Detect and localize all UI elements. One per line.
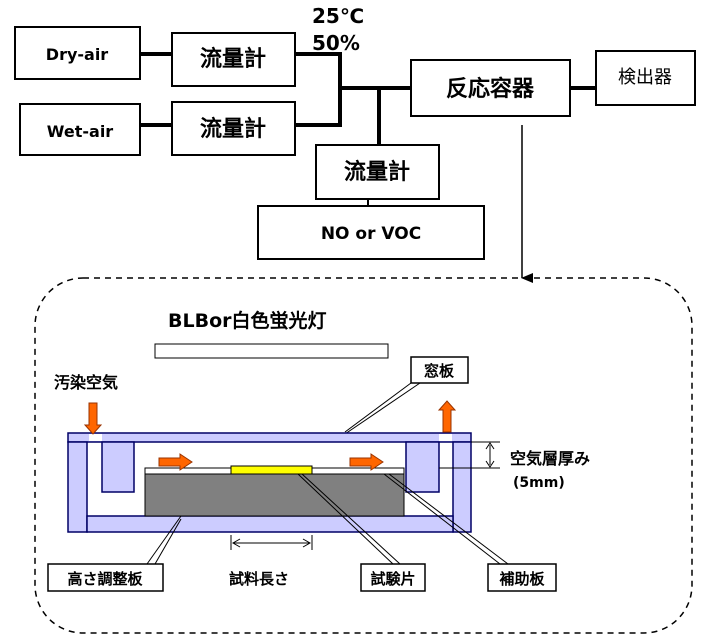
- window-plate-label-box: [410, 356, 469, 384]
- inlet-arrow: [83, 402, 103, 435]
- window-plate-label: 窓板: [424, 362, 455, 380]
- wet-air-label: Wet-air: [47, 122, 114, 141]
- aux-plate-label-box: [487, 563, 557, 592]
- dry-air-box: [14, 26, 141, 80]
- flowmeter-3-box: [315, 144, 440, 200]
- line-fm1-to-junction: [295, 52, 342, 88]
- airflow-arrows: [83, 400, 457, 471]
- reactor-detail-frame: [34, 277, 693, 634]
- vessel-bottom: [86, 515, 454, 533]
- air-layer-label: 空気層厚み: [510, 449, 590, 468]
- line-fm2-to-junction: [295, 88, 342, 127]
- wet-air-box: [19, 103, 141, 156]
- reactor-box: [410, 59, 571, 117]
- sample-length-dimension: [230, 535, 313, 550]
- flowmeter-3-label: 流量計: [344, 159, 410, 185]
- flow-lines: [140, 52, 596, 145]
- air-layer-dimension: [439, 441, 500, 469]
- flowmeter-2-label: 流量計: [200, 116, 266, 142]
- height-plate-label: 高さ調整板: [67, 570, 143, 588]
- height-adjust-plate: [144, 473, 405, 517]
- window-plate-leader: [344, 382, 412, 433]
- outlet-arrow: [437, 400, 457, 433]
- test-piece: [230, 465, 313, 475]
- right-baffle: [405, 441, 440, 493]
- left-baffle: [101, 441, 135, 493]
- dry-air-label: Dry-air: [46, 45, 109, 64]
- flowmeter-1-box: [171, 32, 296, 87]
- height-plate-label-box: [47, 563, 164, 592]
- temperature-label: 25℃: [312, 4, 364, 28]
- test-piece-label: 試験片: [370, 570, 415, 588]
- gas-source-box: [257, 205, 485, 260]
- lamp-tube: [154, 343, 389, 359]
- detector-label: 検出器: [618, 67, 672, 88]
- vessel-window-plate: [67, 432, 472, 443]
- air-layer-value: (5mm): [513, 475, 565, 491]
- vessel-left-wall: [67, 441, 88, 533]
- flow-arrow-left: [158, 453, 193, 471]
- reactor-label: 反応容器: [446, 76, 535, 102]
- polluted-air-label: 汚染空気: [54, 373, 118, 392]
- lamp-label: BLBor白色蛍光灯: [168, 309, 327, 332]
- aux-plate-label: 補助板: [498, 570, 545, 588]
- gas-source-label: NO or VOC: [321, 224, 421, 244]
- detector-box: [595, 50, 696, 106]
- sample-length-label: 試料長さ: [229, 570, 289, 588]
- humidity-label: 50%: [312, 31, 360, 55]
- vessel-right-wall: [452, 441, 472, 533]
- flowmeter-2-box: [171, 101, 296, 156]
- flowmeter-1-label: 流量計: [200, 46, 266, 72]
- flow-arrow-right: [349, 453, 384, 471]
